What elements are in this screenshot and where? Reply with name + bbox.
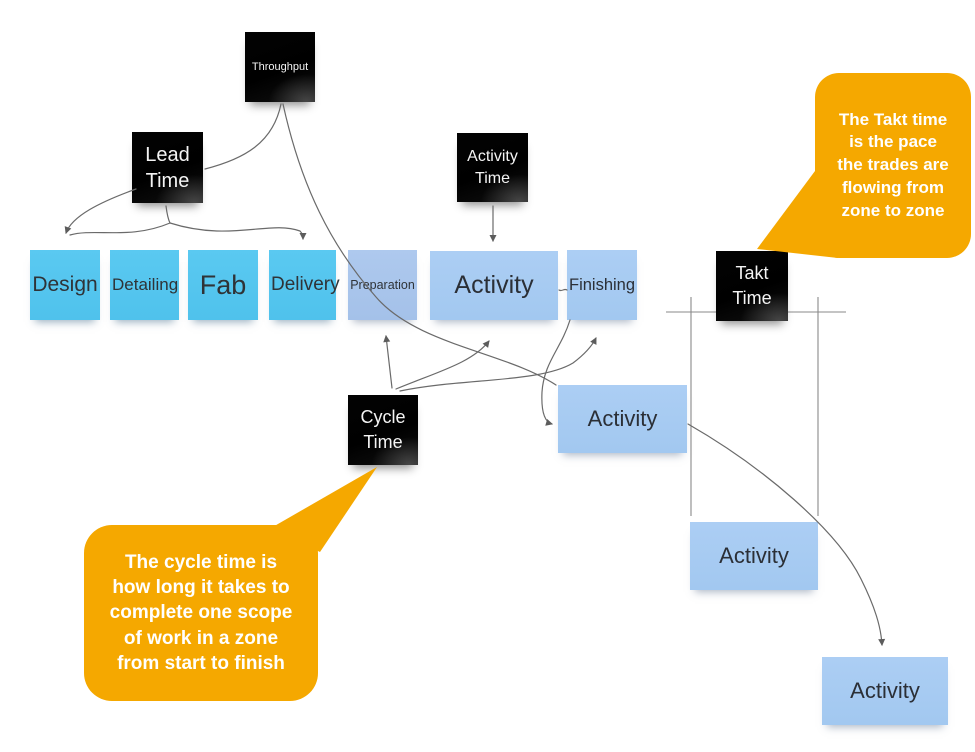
sticky-zone-activity-1[interactable]: Activity bbox=[558, 385, 687, 453]
sticky-zone-activity-2-label: Activity bbox=[719, 543, 789, 568]
sticky-delivery[interactable]: Delivery bbox=[269, 250, 340, 320]
sticky-fab-label: Fab bbox=[199, 269, 247, 300]
connector-lead-time-to-delivery bbox=[169, 222, 307, 240]
sticky-preparation-label: Preparation bbox=[350, 278, 415, 292]
sticky-finishing-label: Finishing bbox=[569, 275, 636, 294]
sticky-finishing[interactable]: Finishing bbox=[567, 250, 637, 320]
sticky-fab[interactable]: Fab bbox=[188, 250, 258, 320]
connector-throughput-to-lead-time bbox=[204, 103, 282, 170]
connector-activity-to-finishing-link bbox=[558, 288, 568, 292]
connector-cycle-time-to-preparation bbox=[383, 335, 393, 389]
sticky-throughput-label: Throughput bbox=[251, 61, 309, 73]
sticky-activity-time-label: Activity Time bbox=[467, 147, 518, 187]
sticky-throughput[interactable]: Throughput bbox=[245, 32, 315, 102]
connector-lead-time-brace-left bbox=[69, 222, 171, 236]
connector-lead-time-to-design bbox=[64, 188, 137, 234]
sticky-zone-activity-3[interactable]: Activity bbox=[822, 657, 948, 725]
sticky-cycle-time-label: Cycle Time bbox=[360, 406, 406, 452]
sticky-zone-activity-2[interactable]: Activity bbox=[690, 522, 818, 590]
sticky-cycle-time[interactable]: Cycle Time bbox=[348, 395, 418, 465]
callout-cycle-time[interactable]: The cycle time is how long it takes to c… bbox=[84, 525, 318, 701]
sticky-takt-time[interactable]: Takt Time bbox=[716, 251, 788, 321]
sticky-zone-activity-1-label: Activity bbox=[587, 406, 658, 431]
sticky-design-label: Design bbox=[32, 273, 98, 296]
sticky-design[interactable]: Design bbox=[30, 250, 100, 320]
sticky-lead-time[interactable]: Lead Time bbox=[132, 132, 203, 203]
sticky-lead-time-label: Lead Time bbox=[145, 143, 190, 192]
sticky-detailing[interactable]: Detailing bbox=[110, 250, 179, 320]
sticky-activity-main[interactable]: Activity bbox=[430, 251, 558, 320]
callout-takt-time[interactable]: The Takt time is the pace the trades are… bbox=[815, 73, 971, 258]
sticky-preparation[interactable]: Preparation bbox=[348, 250, 417, 320]
connector-lead-time-brace-stem bbox=[165, 205, 171, 224]
sticky-activity-main-label: Activity bbox=[454, 271, 534, 299]
sticky-zone-activity-3-label: Activity bbox=[850, 678, 920, 703]
sticky-delivery-label: Delivery bbox=[271, 274, 340, 295]
connector-cycle-time-to-finishing bbox=[399, 337, 597, 392]
sticky-detailing-label: Detailing bbox=[112, 275, 179, 294]
connector-cycle-time-to-activity bbox=[395, 340, 490, 390]
callout-takt-time-text: The Takt time is the pace the trades are… bbox=[837, 109, 949, 220]
sticky-takt-time-label: Takt Time bbox=[732, 262, 772, 308]
callout-cycle-time-text: The cycle time is how long it takes to c… bbox=[109, 552, 293, 674]
sticky-activity-time[interactable]: Activity Time bbox=[457, 133, 528, 202]
